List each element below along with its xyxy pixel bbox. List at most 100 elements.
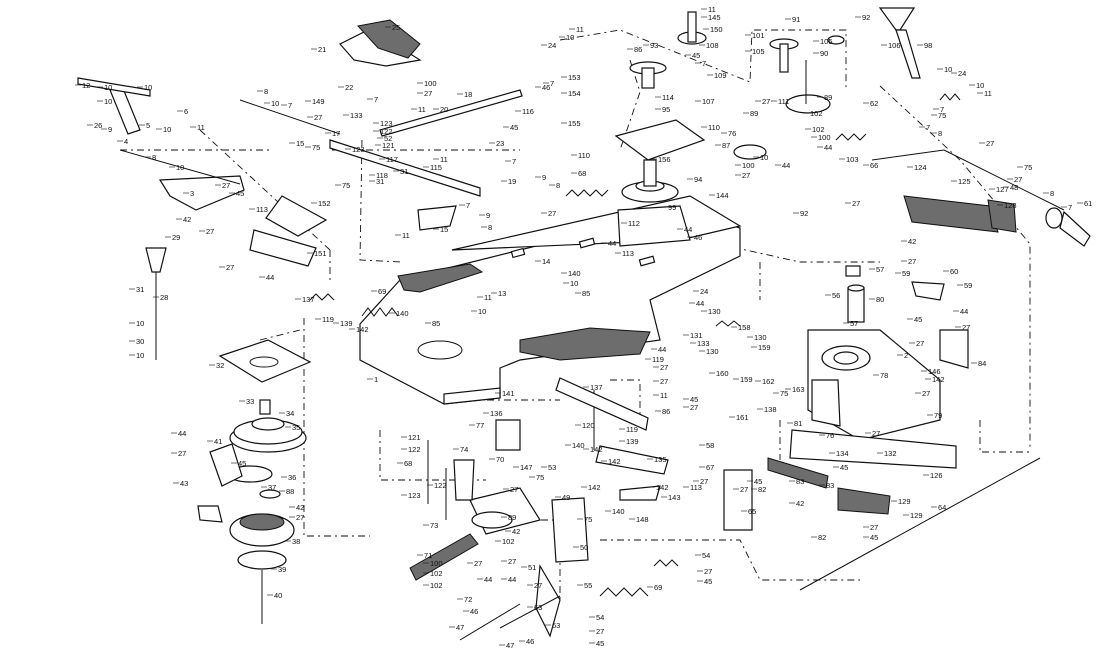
part-number-label: 43 — [180, 479, 188, 488]
part-number-label: 110 — [578, 151, 590, 160]
part-number-label: 102 — [502, 537, 515, 546]
clutch-assembly — [197, 339, 312, 624]
part-number-label: 75 — [780, 389, 788, 398]
part-number-label: 27 — [962, 323, 970, 332]
part-number-label: 10 — [136, 319, 144, 328]
part-number-label: 27 — [872, 429, 880, 438]
part-number-label: 69 — [378, 287, 386, 296]
part-number-label: 151 — [314, 249, 327, 258]
part-number-label: 31 — [136, 285, 144, 294]
part-number-label: 71 — [424, 551, 432, 560]
part-number-label: 10 — [760, 153, 768, 162]
part-number-label: 98 — [924, 41, 932, 50]
part-number-label: 60 — [950, 267, 958, 276]
part-number-label: 162 — [762, 377, 775, 386]
part-number-label: 75 — [342, 181, 350, 190]
part-number-label: 122 — [380, 127, 393, 136]
part-number-label: 28 — [160, 293, 168, 302]
part-number-label: 24 — [548, 41, 556, 50]
part-number-label: 122 — [408, 445, 421, 454]
part-number-label: 142 — [356, 325, 369, 334]
part-number-label: 102 — [812, 125, 825, 134]
part-number-label: 89 — [750, 109, 758, 118]
part-number-label: 10 — [104, 97, 112, 106]
part-number-label: 92 — [862, 13, 870, 22]
part-number-label: 42 — [296, 503, 304, 512]
part-number-label: 135 — [654, 455, 667, 464]
part-number-label: 13 — [498, 289, 506, 298]
part-number-label: 1 — [374, 375, 378, 384]
part-number-label: 90 — [820, 49, 828, 58]
part-number-label: 27 — [660, 363, 668, 372]
part-number-label: 7 — [288, 101, 292, 110]
part-number-label: 75 — [312, 143, 320, 152]
part-number-label: 44 — [484, 575, 492, 584]
part-number-label: 130 — [708, 307, 721, 316]
part-number-label: 12 — [82, 81, 90, 90]
part-number-label: 138 — [764, 405, 777, 414]
part-number-label: 9 — [108, 125, 112, 134]
springs — [309, 93, 961, 597]
part-number-label: 133 — [697, 339, 710, 348]
part-number-label: 121 — [382, 141, 395, 150]
part-number-label: 14 — [542, 257, 550, 266]
part-number-label: 8 — [1050, 189, 1054, 198]
part-number-label: 61 — [1084, 199, 1092, 208]
part-number-label: 123 — [352, 145, 365, 154]
part-number-label: 116 — [522, 107, 534, 116]
part-number-label: 45 — [692, 51, 700, 60]
part-number-label: 7 — [512, 157, 516, 166]
part-number-label: 57 — [850, 319, 858, 328]
part-number-label: 101 — [752, 31, 765, 40]
part-number-label: 54 — [596, 613, 604, 622]
part-number-label: 10 — [944, 65, 952, 74]
part-number-label: 152 — [318, 199, 331, 208]
part-number-label: 114 — [662, 93, 674, 102]
part-number-label: 27 — [1014, 175, 1022, 184]
right-assembly — [723, 149, 1091, 591]
part-number-label: 11 — [576, 25, 584, 34]
part-number-label: 11 — [197, 123, 205, 132]
part-number-label: 129 — [910, 511, 923, 520]
part-number-label: 27 — [986, 139, 994, 148]
part-number-label: 27 — [596, 627, 604, 636]
part-number-label: 46 — [470, 607, 478, 616]
part-number-label: 88 — [286, 487, 294, 496]
part-number-label: 7 — [1068, 203, 1072, 212]
part-number-label: 5 — [146, 121, 150, 130]
part-number-label: 29 — [172, 233, 180, 242]
part-number-label: 45 — [914, 315, 922, 324]
part-number-label: 115 — [430, 163, 442, 172]
part-number-label: 27 — [740, 485, 748, 494]
part-number-label: 10 — [104, 83, 112, 92]
part-number-label: 73 — [430, 521, 438, 530]
part-number-label: 69 — [654, 583, 662, 592]
part-number-label: 15 — [440, 225, 448, 234]
part-number-label: 139 — [626, 437, 639, 446]
part-number-label: 57 — [876, 265, 884, 274]
part-number-label: 10 — [176, 163, 184, 172]
part-number-label: 27 — [296, 513, 304, 522]
part-number-label: 137 — [302, 295, 315, 304]
part-number-label: 146 — [928, 367, 941, 376]
part-number-label: 54 — [702, 551, 710, 560]
part-number-label: 44 — [266, 273, 274, 282]
part-number-label: 94 — [694, 175, 702, 184]
part-number-label: 27 — [762, 97, 770, 106]
part-number-label: 163 — [792, 385, 805, 394]
part-number-label: 10 — [566, 33, 574, 42]
part-number-label: 48 — [1010, 183, 1018, 192]
part-number-label: 33 — [246, 397, 254, 406]
part-number-label: 147 — [520, 463, 533, 472]
part-number-label: 31 — [376, 177, 384, 186]
part-number-label: 153 — [568, 73, 581, 82]
part-number-label: 45 — [754, 477, 762, 486]
part-number-label: 55 — [584, 581, 592, 590]
part-number-label: 44 — [824, 143, 832, 152]
part-number-label: 27 — [922, 389, 930, 398]
part-number-label: 45 — [510, 123, 518, 132]
part-number-label: 117 — [386, 155, 398, 164]
part-number-label: 140 — [612, 507, 625, 516]
part-number-label: 45 — [596, 639, 604, 648]
part-number-label: 127 — [996, 185, 1009, 194]
